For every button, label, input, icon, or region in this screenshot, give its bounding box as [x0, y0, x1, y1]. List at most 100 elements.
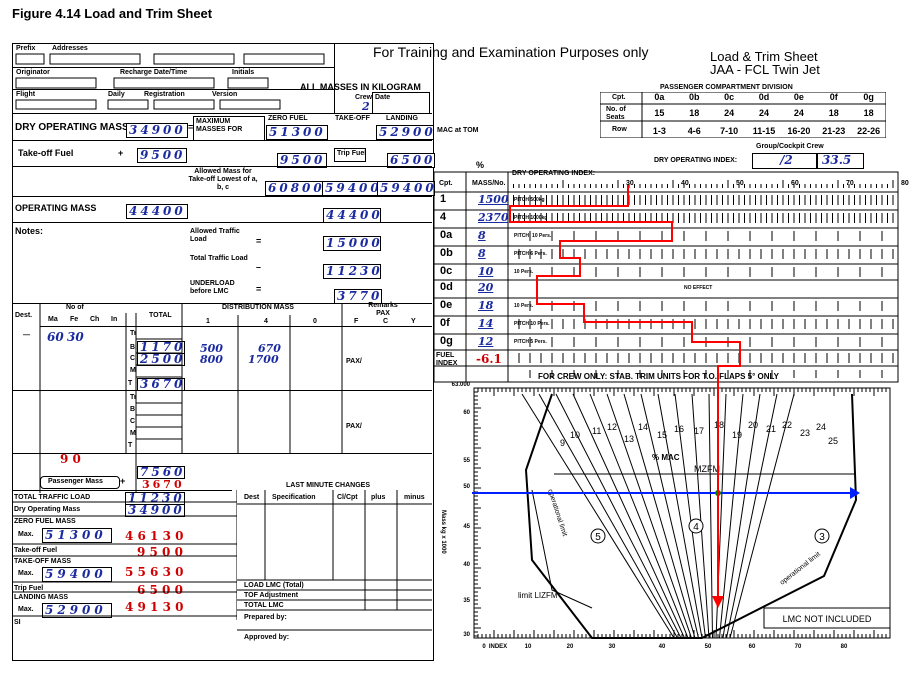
initials-label: Initials — [232, 69, 255, 76]
mac-line — [719, 393, 744, 639]
rows-0f: 21-23 — [822, 126, 846, 136]
load-lmc-total-label: LOAD LMC (Total) — [244, 582, 304, 589]
distribution-mass-label: DISTRIBUTION MASS — [222, 304, 294, 311]
underload-value[interactable]: 3770 — [334, 289, 382, 304]
cpt-0a: 0a — [654, 92, 665, 102]
notes-label: Notes: — [15, 226, 44, 236]
strip-mass-0f[interactable]: 14 — [478, 317, 494, 330]
fuel-index-value[interactable]: -6.1 — [476, 352, 502, 366]
y-tick-label: 50 — [463, 484, 470, 490]
region-label-5: 5 — [595, 532, 601, 543]
prefix-label: Prefix — [16, 45, 36, 52]
strip-cpt-0d: 0d — [440, 281, 453, 293]
strip-tick-60: 60 — [791, 180, 799, 187]
strip-mass-1[interactable]: 1500 — [478, 193, 509, 206]
seats-0e: 24 — [793, 108, 804, 118]
flight-label: Flight — [16, 91, 36, 98]
lmc-grid — [237, 490, 432, 631]
dash: — — [23, 332, 30, 339]
compartment-table — [600, 92, 886, 138]
b-cpt1-value[interactable]: 500 — [200, 342, 223, 355]
rows-0d: 11-15 — [752, 126, 776, 136]
doi-crew-value[interactable]: /2 — [780, 153, 793, 167]
x-tick-label: 70 — [795, 644, 802, 650]
total-traffic-load-sum-label: TOTAL TRAFFIC LOAD — [14, 494, 91, 501]
y-tick-label: 63.000 — [452, 382, 471, 388]
allowed-traffic-load-value[interactable]: 15000 — [323, 236, 381, 251]
strip-cpt-label: Cpt. — [439, 180, 453, 187]
zfm-actual[interactable]: 4 6 1 3 0 — [125, 529, 184, 543]
mass-arrow-head — [850, 487, 860, 499]
approved-by-label: Approved by: — [244, 634, 290, 641]
trip-fuel-button[interactable]: Trip Fuel — [337, 150, 367, 157]
sheet-subtitle: JAA - FCL Twin Jet — [710, 62, 820, 77]
lm-actual[interactable]: 4 9 1 3 0 — [125, 600, 184, 614]
allowed-a-value[interactable]: 60800 — [265, 181, 325, 196]
allowed-b-value[interactable]: 59400 — [322, 181, 380, 196]
strip-mass-0g[interactable]: 12 — [478, 335, 494, 348]
strip-mass-0b[interactable]: 8 — [478, 247, 486, 260]
seats-0f: 18 — [828, 108, 839, 118]
mac-label-11: 11 — [592, 426, 601, 436]
strip-tick-40: 40 — [681, 180, 689, 187]
doi-value[interactable]: 33.5 — [822, 153, 852, 167]
lmc-not-included-box — [763, 607, 891, 629]
zf-takeoff-fuel-value[interactable]: 9500 — [277, 153, 327, 168]
operating-mass-value[interactable]: 44400 — [126, 204, 188, 219]
mac-label-16: 16 — [674, 424, 684, 434]
b-cpt4-value[interactable]: 670 — [258, 342, 281, 355]
mac-line — [555, 393, 682, 639]
strip-mass-0e[interactable]: 18 — [478, 299, 494, 312]
dry-operating-mass-value[interactable]: 34900 — [126, 123, 188, 138]
c-cpt4-value[interactable]: 1700 — [248, 353, 279, 366]
cpt-0g: 0g — [863, 92, 874, 102]
pax-label-1: PAX/ — [346, 358, 362, 365]
strip-cpt-0a: 0a — [440, 229, 453, 241]
mac-label-10: 10 — [570, 430, 580, 440]
trip-fuel-sum-value[interactable]: 6 5 0 0 — [137, 583, 183, 597]
crew-value[interactable]: 2 — [362, 100, 370, 113]
compartment-title: PASSENGER COMPARTMENT DIVISION — [660, 84, 793, 91]
zero-fuel-max-value[interactable]: 51300 — [266, 125, 328, 140]
tom-actual[interactable]: 5 5 6 3 0 — [125, 565, 184, 579]
no-of-label: No of — [66, 304, 84, 311]
lm-max-value[interactable]: 52900 — [42, 603, 112, 618]
x-tick-label: 60 — [749, 644, 756, 650]
cpt-0f: 0f — [829, 92, 838, 102]
registration-label: Registration — [144, 91, 185, 98]
cargo-total-red[interactable]: 3670 — [142, 478, 185, 491]
header-entry-boxes[interactable] — [14, 52, 332, 110]
mac-label-15: 15 — [657, 430, 667, 440]
mac-line — [521, 393, 675, 639]
mac-line — [538, 393, 678, 639]
passenger-mass-value[interactable]: 7560 — [137, 466, 185, 479]
mac-label-20: 20 — [748, 420, 758, 430]
pax-total-count[interactable]: 9 0 — [60, 452, 81, 466]
allowed-c-value[interactable]: 59400 — [377, 181, 435, 196]
strip-mass-0c[interactable]: 10 — [478, 265, 494, 278]
strip-mass-0d[interactable]: 20 — [478, 281, 494, 294]
x-tick-label: 0 — [482, 644, 486, 650]
pax-label-2: PAX/ — [346, 423, 362, 430]
b-total-value[interactable]: 1170 — [137, 341, 185, 354]
landing-max-value[interactable]: 52900 — [376, 125, 434, 140]
c-cpt1-value[interactable]: 800 — [200, 353, 223, 366]
allowed-mass-label: Allowed Mass for Take-off Lowest of a, b… — [188, 168, 258, 191]
training-note: For Training and Examination Purposes on… — [373, 44, 649, 60]
cpt-0b: 0b — [689, 92, 700, 102]
zfm-max-value[interactable]: 51300 — [42, 528, 112, 543]
takeoff-fuel-label: Take-off Fuel — [18, 148, 74, 158]
total-traffic-load-value[interactable]: 11230 — [323, 264, 381, 279]
trip-fuel-value[interactable]: 6500 — [387, 153, 435, 168]
female-count[interactable]: 30 — [67, 330, 84, 344]
strip-mass-0a[interactable]: 8 — [478, 229, 486, 242]
mac-label-17: 17 — [694, 426, 704, 436]
region-circle-4 — [688, 518, 704, 534]
male-count[interactable]: 60 — [47, 330, 64, 344]
mac-label-14: 14 — [638, 422, 648, 432]
takeoff-fuel-value[interactable]: 9500 — [137, 148, 187, 163]
operating-mass-minus-value[interactable]: 44400 — [323, 208, 381, 223]
equals-sign-2: = — [256, 236, 262, 246]
strip-mass-4[interactable]: 2370 — [478, 211, 509, 224]
